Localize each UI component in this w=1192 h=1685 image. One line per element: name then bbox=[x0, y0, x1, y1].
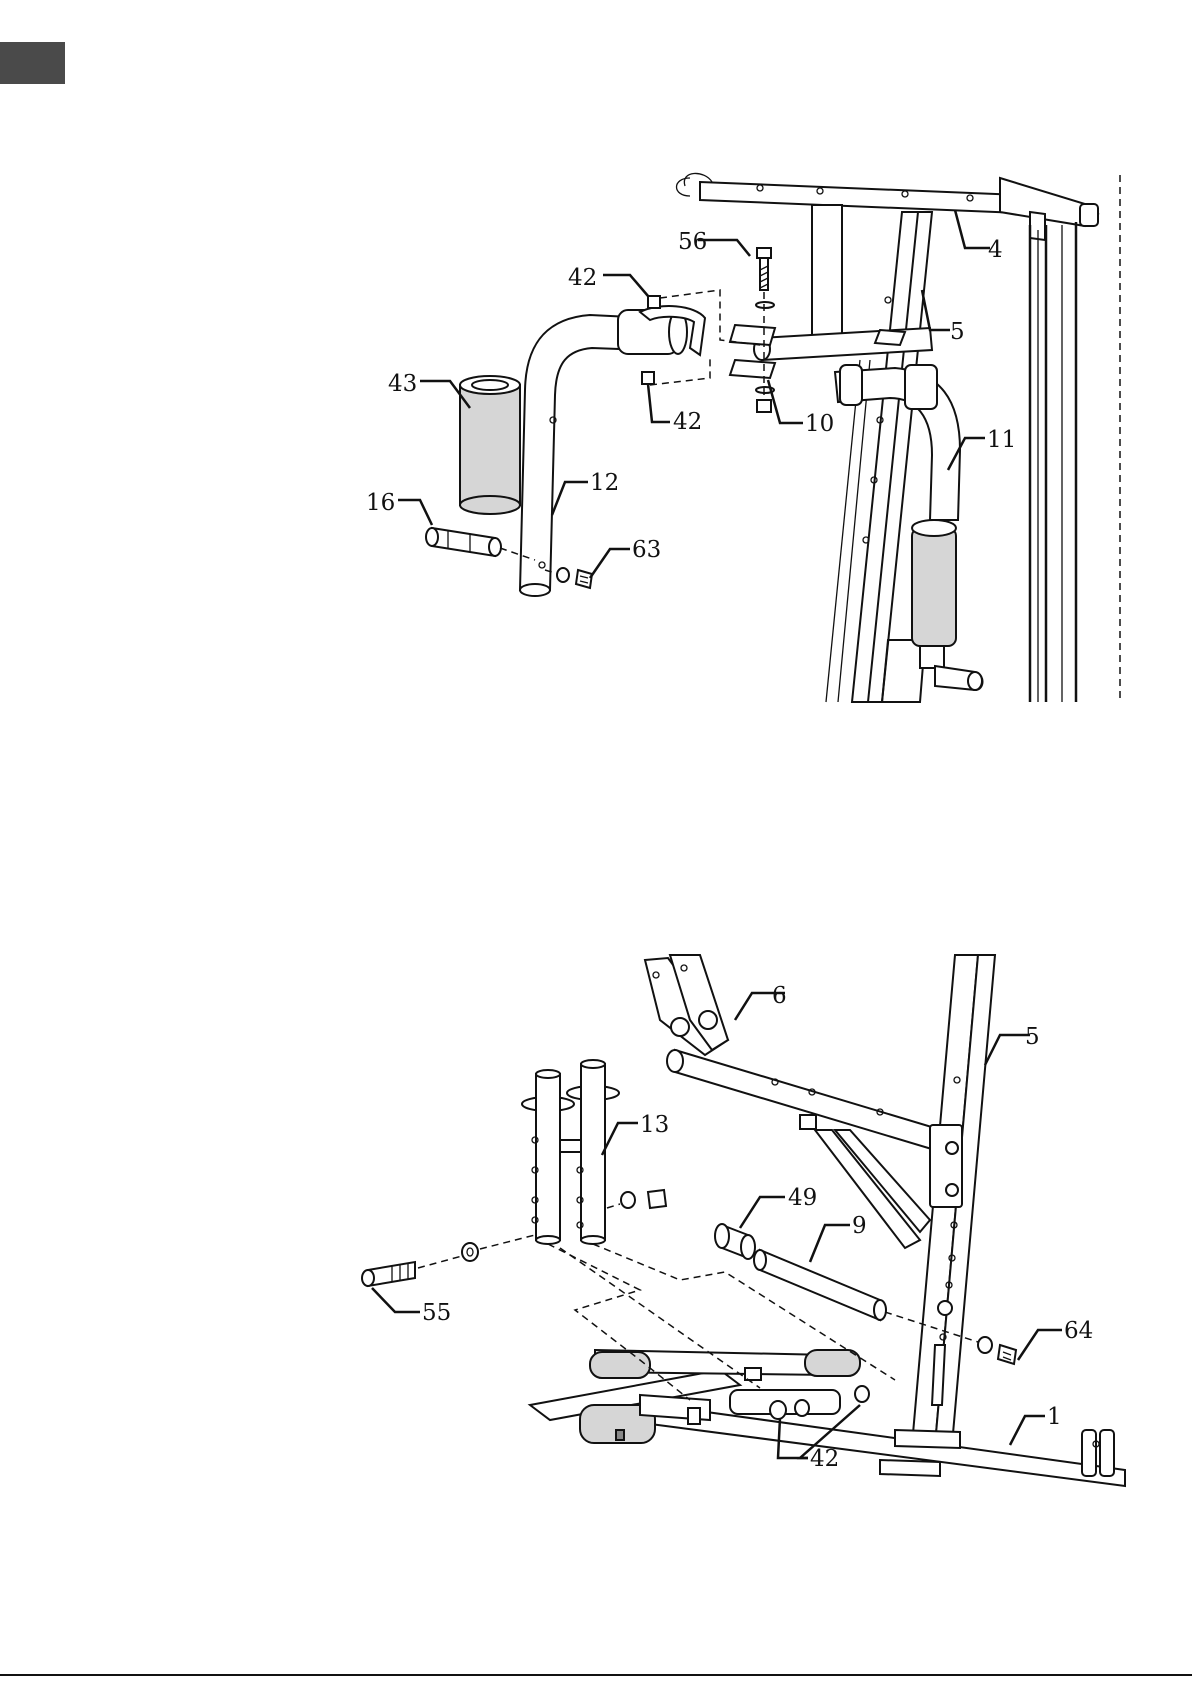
leader-42a bbox=[603, 275, 648, 296]
pad-43 bbox=[460, 376, 520, 514]
callout-64: 64 bbox=[1064, 1318, 1093, 1344]
tube-9 bbox=[754, 1250, 886, 1320]
bushing-49 bbox=[715, 1224, 755, 1259]
bolt-55 bbox=[362, 1235, 535, 1286]
callout-11: 11 bbox=[987, 427, 1016, 453]
leader-5 bbox=[922, 290, 950, 330]
leader-1 bbox=[1010, 1416, 1045, 1445]
callout-16: 16 bbox=[366, 490, 395, 516]
callout-4: 4 bbox=[988, 237, 1003, 263]
top-crossbar bbox=[677, 173, 1099, 240]
axle-16 bbox=[426, 528, 535, 560]
callout-49: 49 bbox=[788, 1185, 817, 1211]
leader-12 bbox=[552, 482, 588, 515]
leader-42b bbox=[648, 384, 670, 422]
arm-12 bbox=[520, 306, 705, 596]
nut-42-top bbox=[648, 296, 660, 308]
leader-9 bbox=[810, 1225, 850, 1262]
callout-5: 5 bbox=[950, 319, 965, 345]
leader-16 bbox=[398, 500, 432, 525]
leader-49 bbox=[740, 1197, 785, 1228]
callout-5-bottom: 5 bbox=[1025, 1024, 1040, 1050]
callout-12: 12 bbox=[590, 470, 619, 496]
callout-9: 9 bbox=[852, 1213, 867, 1239]
leader-4 bbox=[955, 210, 990, 248]
nut-washer bbox=[607, 1190, 666, 1208]
callout-42-top: 42 bbox=[568, 265, 597, 291]
bracket-6 bbox=[645, 955, 728, 1055]
leader-55 bbox=[372, 1288, 420, 1312]
footer-rule bbox=[0, 1674, 1192, 1676]
nut-42-bottom bbox=[642, 372, 654, 384]
callout-10: 10 bbox=[805, 411, 834, 437]
callout-42-bottom: 42 bbox=[673, 409, 702, 435]
leader-5b bbox=[985, 1035, 1030, 1065]
callout-63: 63 bbox=[632, 537, 661, 563]
callout-43: 43 bbox=[388, 371, 417, 397]
upright-5 bbox=[912, 955, 995, 1445]
screw-63 bbox=[545, 568, 592, 588]
cross-tube bbox=[667, 1050, 935, 1248]
callout-55: 55 bbox=[422, 1300, 451, 1326]
diagram-bottom: 6 5 13 49 9 55 64 1 42 bbox=[362, 955, 1125, 1486]
diagram-top: 56 42 4 5 43 42 10 11 12 16 63 bbox=[366, 173, 1120, 702]
callout-13: 13 bbox=[640, 1112, 669, 1138]
callout-1: 1 bbox=[1047, 1404, 1062, 1430]
callout-6: 6 bbox=[772, 983, 787, 1009]
leader-13 bbox=[602, 1123, 638, 1155]
leader-10 bbox=[768, 380, 803, 423]
leader-63 bbox=[590, 549, 630, 578]
callout-42-bottom-diagram: 42 bbox=[810, 1446, 839, 1472]
callout-56: 56 bbox=[678, 229, 707, 255]
leader-64 bbox=[1018, 1330, 1062, 1360]
